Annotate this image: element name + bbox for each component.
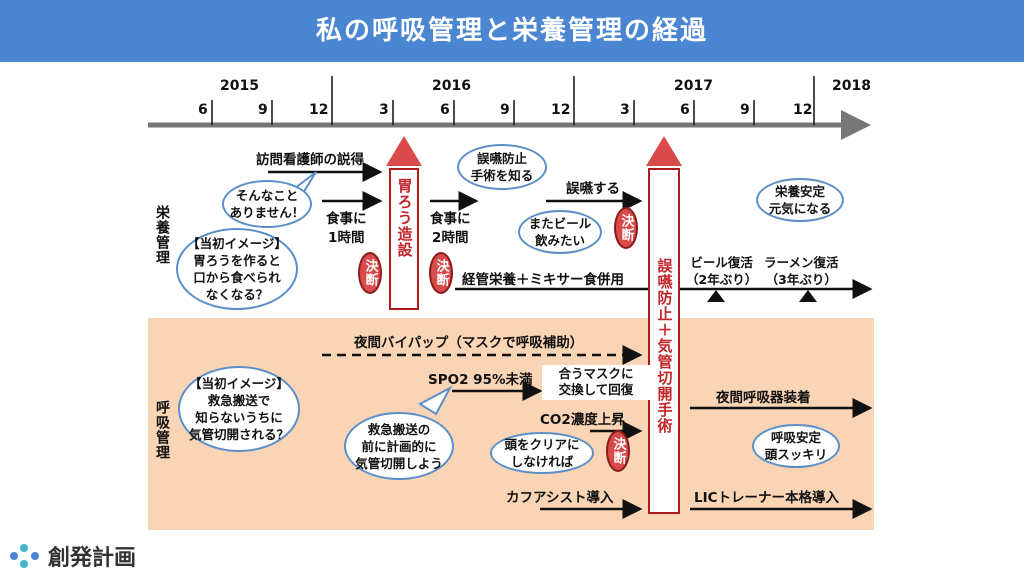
month-label: 9 [740,102,750,118]
beer-marker [707,290,725,302]
year-label: 2018 [832,78,871,94]
bubble-initial-nutrition: 【当初イメージ】 胃ろうを作ると 口から食べられ なくなる？ [176,228,298,310]
bubble-no-way: そんなこと ありません！ [222,180,312,228]
label-meal-2h: 食事に 2時間 [430,211,471,246]
month-label: 6 [680,102,690,118]
decision-mark-1: 決断 [358,252,382,294]
label-ramen: ラーメン復活 （3年ぶり） [764,255,839,287]
label-bipap: 夜間バイパップ（マスクで呼吸補助） [354,335,584,351]
logo-text: 創発計画 [48,546,137,571]
month-label: 3 [379,102,389,118]
gastrostomy-box: 胃ろう造設 [389,168,419,310]
bubble-tail [418,385,453,416]
label-tube-feeding: 経管栄養＋ミキサー食併用 [462,272,624,288]
label-night-vent: 夜間呼吸器装着 [716,390,811,406]
bubble-stable-respiratory: 呼吸安定 頭スッキリ [752,424,840,468]
year-label: 2017 [674,78,713,94]
decision-mark-4: 決断 [606,430,630,472]
row-label-nutrition: 栄養管理 [154,205,170,265]
label-meal-1h: 食事に 1時間 [326,211,367,246]
bubble-initial-respiratory: 【当初イメージ】 救急搬送で 知らないうちに 気管切開される？ [178,366,300,452]
month-label: 12 [309,102,329,118]
month-label: 3 [620,102,630,118]
month-label: 12 [551,102,571,118]
decision-mark-3: 決断 [614,207,638,249]
month-label: 6 [198,102,208,118]
header-bar [0,0,1024,62]
label-cough-assist: カフアシスト導入 [506,490,614,506]
label-aspiration: 誤嚥する [566,181,620,197]
label-lic: LICトレーナー本格導入 [694,490,840,506]
logo-icon [10,544,39,568]
year-label: 2016 [432,78,471,94]
bubble-clear-head: 頭をクリアに しなければ [490,432,594,474]
month-label: 9 [258,102,268,118]
month-label: 6 [440,102,450,118]
bubble-stable-nutrition: 栄養安定 元気になる [756,178,844,222]
year-label: 2015 [220,78,259,94]
surgery-marker [646,136,682,166]
ramen-marker [799,290,817,302]
label-spo2: SPO2 95%未満 [428,372,533,388]
gastrostomy-marker [386,136,422,166]
label-nurse-persuasion: 訪問看護師の説得 [256,152,364,168]
label-beer: ビール復活 （2年ぶり） [686,255,758,287]
label-co2: CO2濃度上昇 [540,412,625,428]
row-label-respiratory: 呼吸管理 [154,400,170,460]
note-mask-recovery: 合うマスクに 交換して回復 [542,365,650,400]
page-title: 私の呼吸管理と栄養管理の経過 [315,16,708,46]
surgery-box: 誤嚥防止＋気管切開手術 [648,168,680,514]
decision-mark-2: 決断 [429,252,453,294]
bubble-want-beer: またビール 飲みたい [518,210,602,254]
bubble-planned-tracheotomy: 救急搬送の 前に計画的に 気管切開しよう [344,412,454,480]
month-label: 12 [793,102,813,118]
bubble-aspiration-surgery: 誤嚥防止 手術を知る [457,144,547,190]
month-label: 9 [500,102,510,118]
